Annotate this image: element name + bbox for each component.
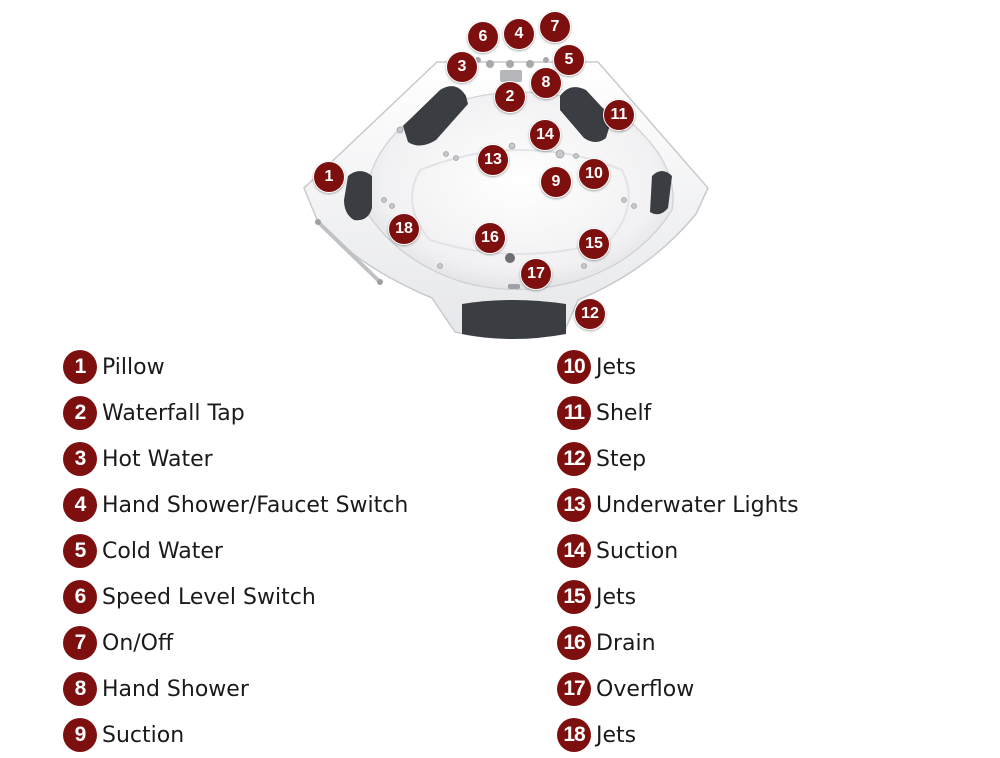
legend-label: Underwater Lights <box>596 492 799 518</box>
legend-number: 1 <box>63 350 97 384</box>
legend-label: Hand Shower/Faucet Switch <box>102 492 409 518</box>
legend-item: 4 Hand Shower/Faucet Switch <box>63 482 503 528</box>
control-knob <box>506 60 514 68</box>
control-knob <box>543 57 549 63</box>
legend-label: Waterfall Tap <box>102 400 245 426</box>
callout-badge-11: 11 <box>603 99 635 131</box>
legend-number: 17 <box>557 672 591 706</box>
drain <box>505 253 515 263</box>
legend-label: Jets <box>596 584 637 610</box>
legend-item: 13 Underwater Lights <box>557 482 997 528</box>
callout-badge-18: 18 <box>388 213 420 245</box>
legend-label: Hot Water <box>102 446 213 472</box>
legend-number: 16 <box>557 626 591 660</box>
callout-badge-16: 16 <box>474 222 506 254</box>
legend-item: 17 Overflow <box>557 666 997 712</box>
legend-number: 18 <box>557 718 591 752</box>
grab-bar <box>316 220 382 284</box>
waterfall-tap <box>500 70 522 82</box>
callout-badge-1: 1 <box>313 161 345 193</box>
legend-label: On/Off <box>102 630 174 656</box>
callout-badge-8: 8 <box>530 67 562 99</box>
pillow-right <box>650 171 672 215</box>
legend-number: 10 <box>557 350 591 384</box>
legend-item: 15 Jets <box>557 574 997 620</box>
callout-badge-14: 14 <box>529 119 561 151</box>
callout-badge-17: 17 <box>520 258 552 290</box>
legend-label: Overflow <box>596 676 695 702</box>
legend-item: 14 Suction <box>557 528 997 574</box>
pillow-top-left <box>403 86 468 146</box>
legend-number: 6 <box>63 580 97 614</box>
callout-badge-9: 9 <box>540 166 572 198</box>
callout-badge-5: 5 <box>553 44 585 76</box>
legend-right-column: 10 Jets 11 Shelf 12 Step 13 Underwater L… <box>557 344 997 758</box>
pillow-top-right <box>560 87 612 142</box>
legend-number: 13 <box>557 488 591 522</box>
legend-item: 8 Hand Shower <box>63 666 503 712</box>
legend-item: 7 On/Off <box>63 620 503 666</box>
legend-label: Drain <box>596 630 656 656</box>
legend-item: 3 Hot Water <box>63 436 503 482</box>
legend-label: Hand Shower <box>102 676 249 702</box>
legend-number: 8 <box>63 672 97 706</box>
callout-badge-13: 13 <box>477 144 509 176</box>
legend-number: 15 <box>557 580 591 614</box>
legend-number: 11 <box>557 396 591 430</box>
control-knob <box>526 60 534 68</box>
legend-item: 10 Jets <box>557 344 997 390</box>
legend-label: Pillow <box>102 354 165 380</box>
legend-item: 11 Shelf <box>557 390 997 436</box>
legend-label: Shelf <box>596 400 652 426</box>
legend-number: 9 <box>63 718 97 752</box>
callout-badge-4: 4 <box>503 18 535 50</box>
callout-badge-2: 2 <box>494 81 526 113</box>
legend-item: 12 Step <box>557 436 997 482</box>
callout-badge-10: 10 <box>578 158 610 190</box>
seat-contour <box>411 148 630 255</box>
legend-number: 4 <box>63 488 97 522</box>
bathtub-diagram: 1 2 3 4 5 6 7 8 9 10 11 12 13 14 15 16 1… <box>0 0 1000 345</box>
legend-number: 3 <box>63 442 97 476</box>
legend-number: 14 <box>557 534 591 568</box>
legend-item: 18 Jets <box>557 712 997 758</box>
callout-badge-15: 15 <box>578 228 610 260</box>
legend-number: 7 <box>63 626 97 660</box>
legend-label: Jets <box>596 722 637 748</box>
legend-left-column: 1 Pillow 2 Waterfall Tap 3 Hot Water 4 H… <box>63 344 503 758</box>
legend-item: 16 Drain <box>557 620 997 666</box>
legend-item: 5 Cold Water <box>63 528 503 574</box>
overflow <box>508 284 520 289</box>
legend-number: 2 <box>63 396 97 430</box>
callout-badge-7: 7 <box>539 11 571 43</box>
legend-label: Cold Water <box>102 538 223 564</box>
callout-badge-3: 3 <box>446 51 478 83</box>
legend-item: 2 Waterfall Tap <box>63 390 503 436</box>
legend-label: Suction <box>596 538 679 564</box>
pillow-left <box>344 171 372 221</box>
legend-label: Speed Level Switch <box>102 584 316 610</box>
jets <box>381 124 637 269</box>
legend-item: 1 Pillow <box>63 344 503 390</box>
callout-badge-12: 12 <box>574 298 606 330</box>
callout-badge-6: 6 <box>467 21 499 53</box>
control-knob <box>486 60 494 68</box>
legend-label: Step <box>596 446 647 472</box>
legend-item: 9 Suction <box>63 712 503 758</box>
step-pad <box>462 300 566 339</box>
legend-number: 12 <box>557 442 591 476</box>
legend-label: Suction <box>102 722 185 748</box>
legend-number: 5 <box>63 534 97 568</box>
legend-item: 6 Speed Level Switch <box>63 574 503 620</box>
legend-label: Jets <box>596 354 637 380</box>
